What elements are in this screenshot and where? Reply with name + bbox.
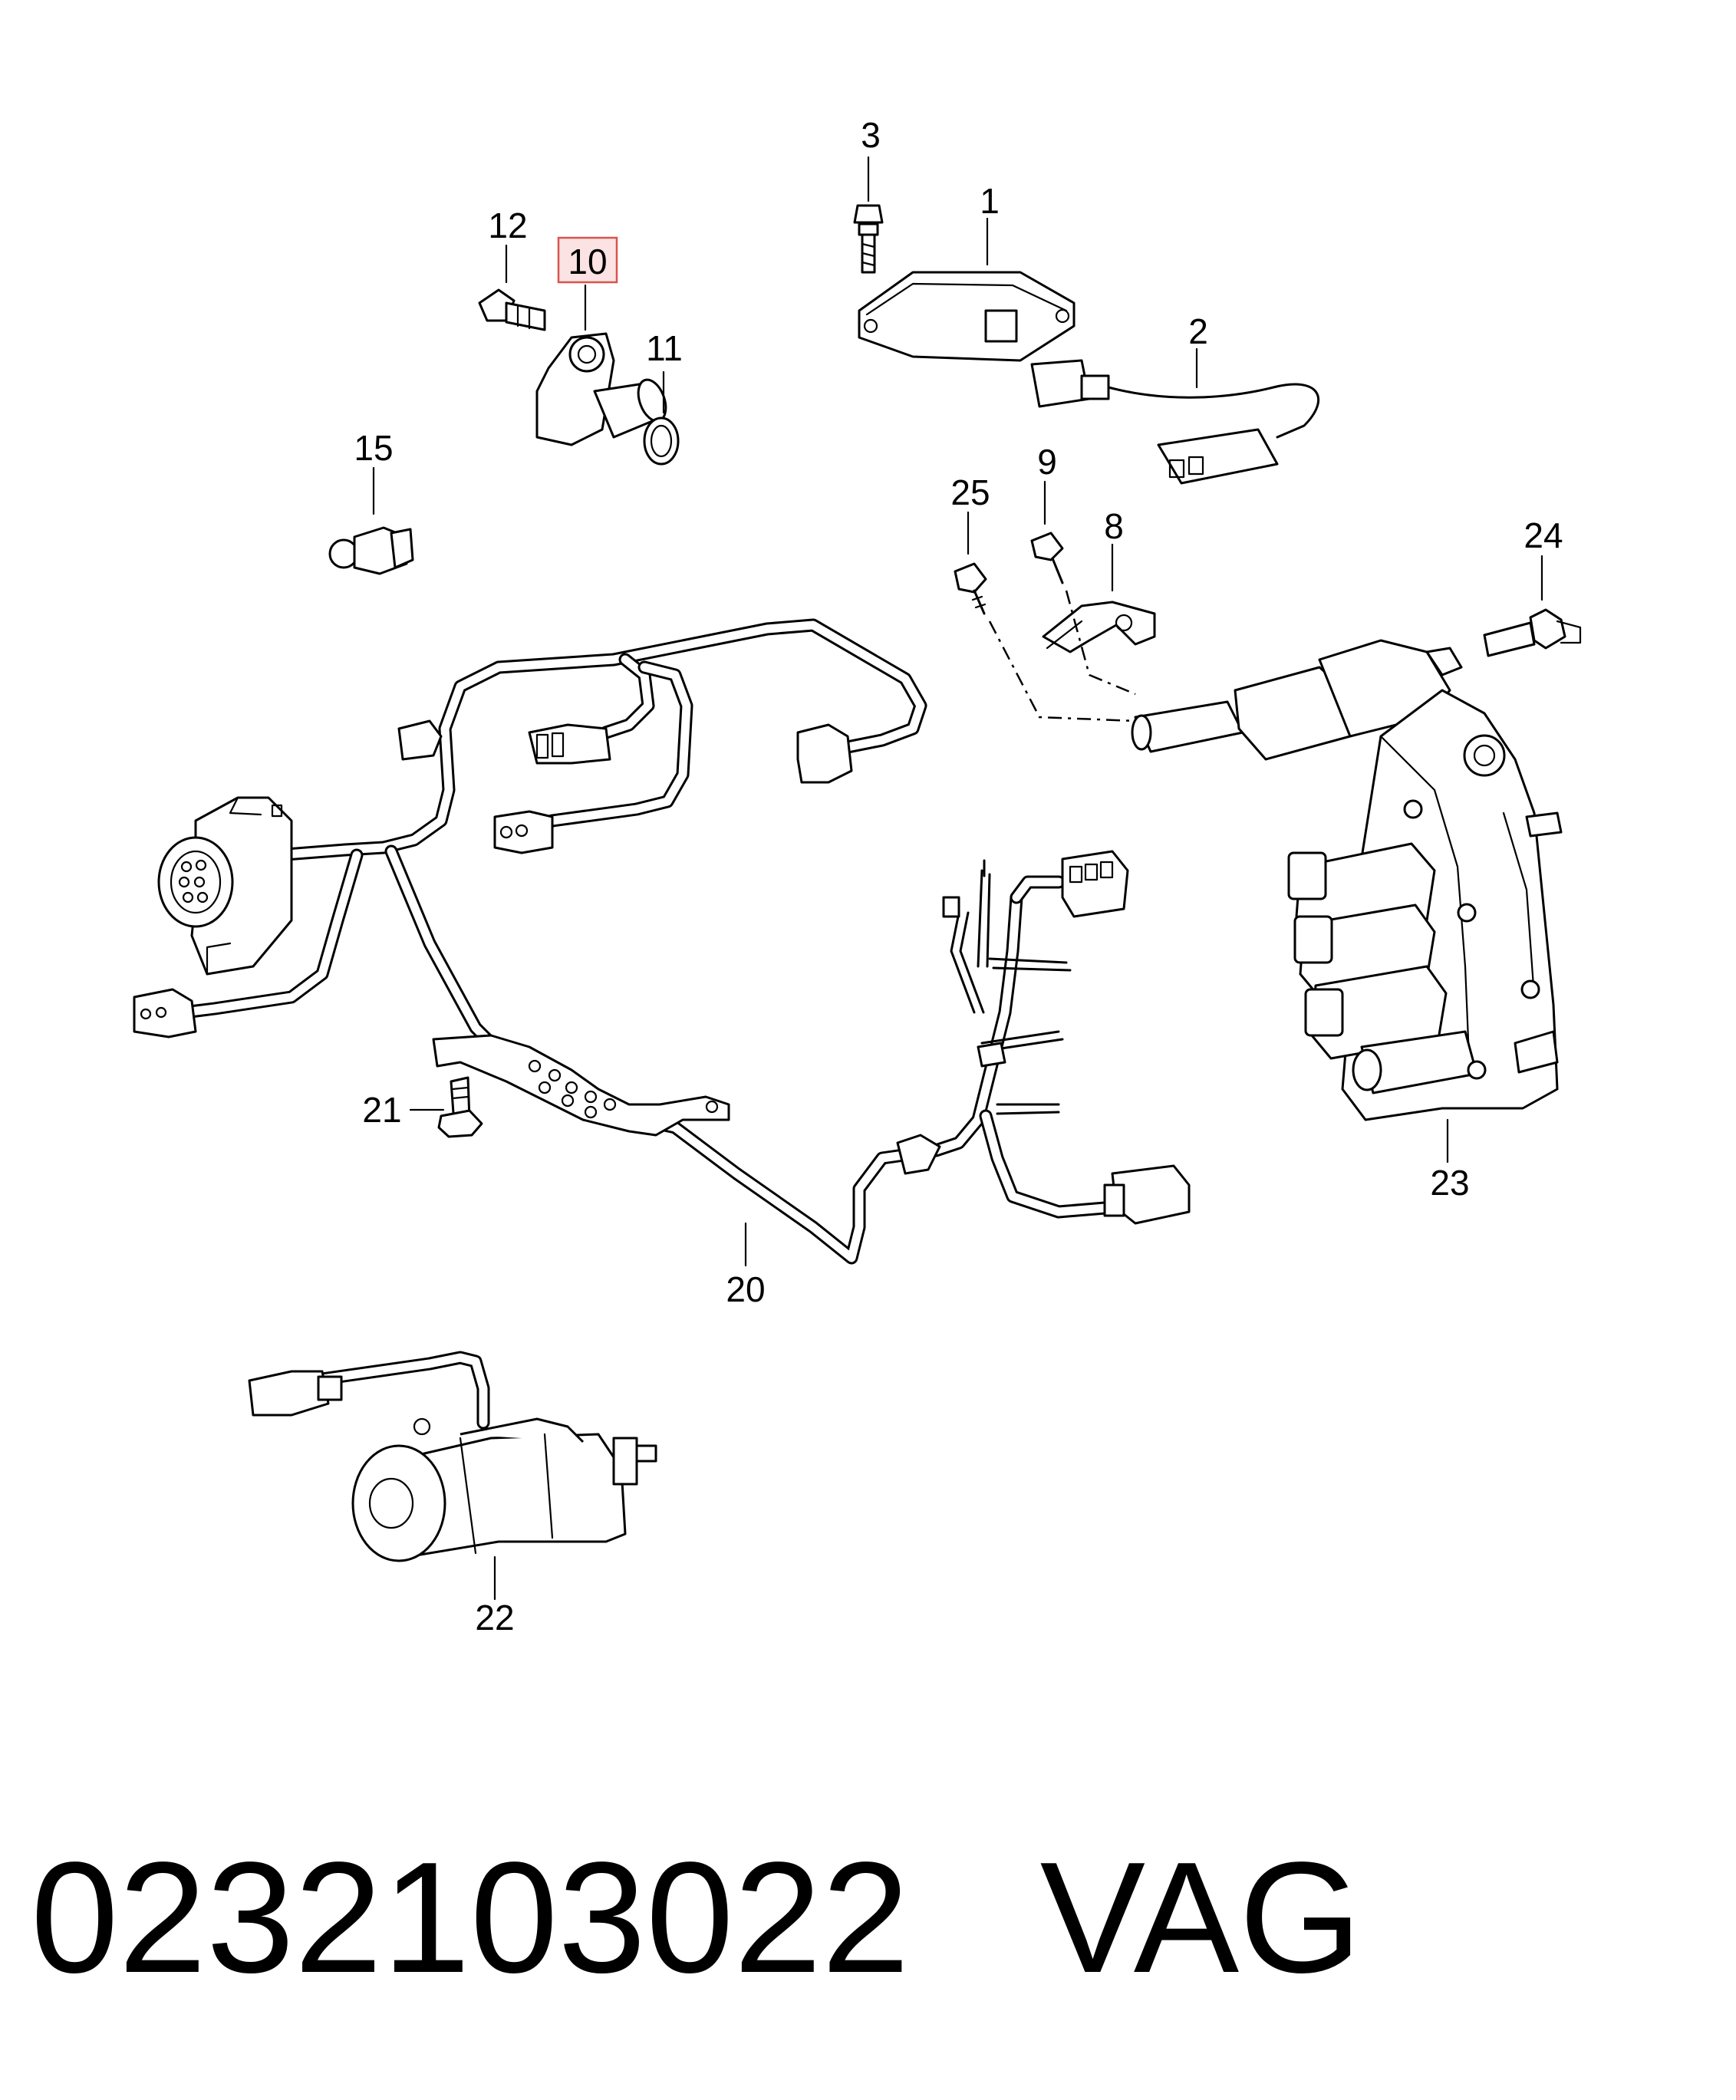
callout-24: 24	[1524, 515, 1563, 555]
callout-2: 2	[1188, 311, 1208, 351]
part-11-o-ring	[643, 370, 680, 466]
part-8-bracket	[1042, 543, 1156, 653]
part-12-bolt	[478, 244, 546, 331]
callout-9: 9	[1037, 442, 1057, 482]
callout-labels: 1 2 3 12 10 11 15 25 9 8 24 23 21 20 22	[354, 115, 1563, 1638]
part-15-switch	[328, 466, 414, 575]
callout-10-highlight	[557, 236, 618, 284]
callout-21: 21	[362, 1090, 401, 1130]
part-2-sensor-cable	[1030, 347, 1319, 485]
part-20-wiring-harness	[133, 618, 1191, 1267]
assembly-line-25	[988, 620, 1136, 722]
part-25-pin	[954, 511, 987, 615]
callout-8: 8	[1104, 506, 1124, 546]
callout-15: 15	[354, 428, 393, 468]
part-24-bolt	[1483, 555, 1582, 657]
callout-12: 12	[488, 206, 527, 245]
part-21-bolt	[409, 1076, 483, 1138]
part-1-control-unit	[858, 217, 1076, 362]
callout-11: 11	[646, 328, 683, 368]
callout-3: 3	[861, 115, 881, 155]
part-23-valve-body	[1131, 639, 1563, 1164]
part-3-bolt	[853, 156, 884, 274]
callout-22: 22	[475, 1598, 514, 1638]
callout-20: 20	[726, 1269, 765, 1309]
part-22-motor	[248, 1351, 657, 1601]
assembly-line-9	[1065, 590, 1136, 696]
brand-name: VAG	[1039, 1829, 1362, 2006]
part-number: 0232103022	[31, 1829, 910, 2006]
callout-10: 10	[568, 242, 607, 281]
callout-1: 1	[980, 181, 1000, 221]
footer: 0232103022 VAG	[31, 1829, 1703, 2006]
callout-25: 25	[950, 472, 990, 512]
callout-23: 23	[1430, 1163, 1469, 1203]
part-9-bolt	[1030, 480, 1064, 584]
